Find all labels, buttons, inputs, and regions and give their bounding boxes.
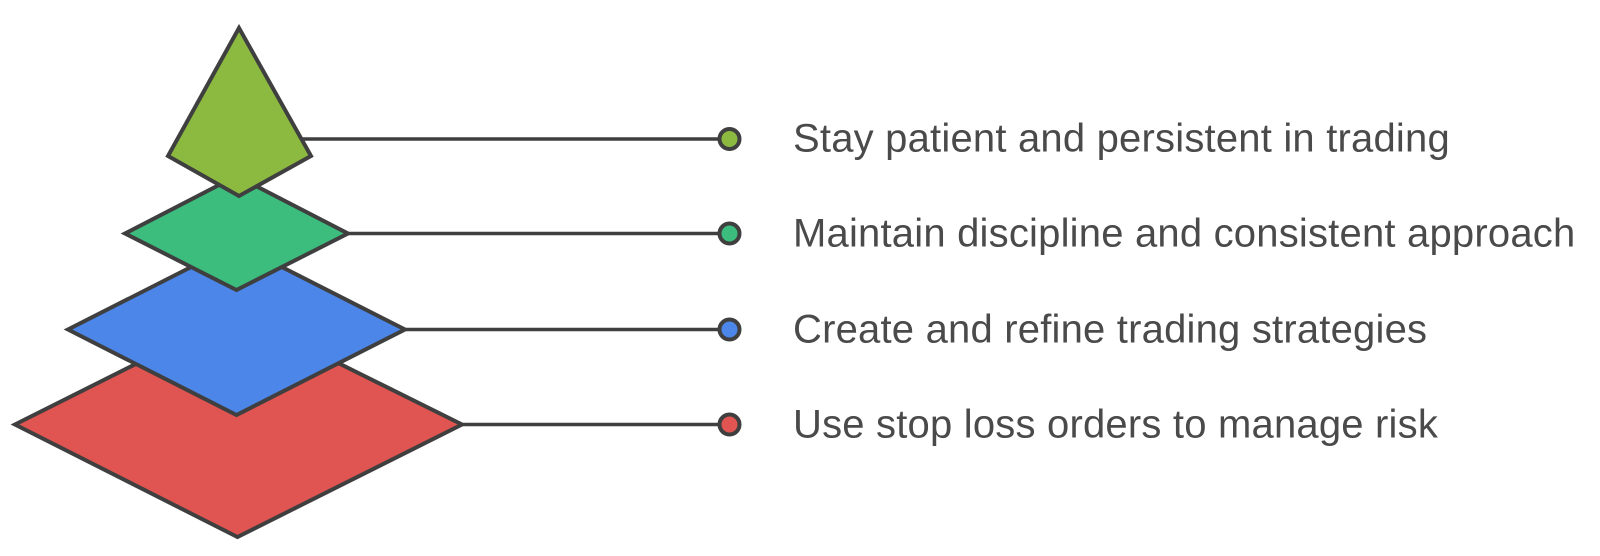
pyramid-level-3-shape [63,241,410,418]
bullet-dot-3 [717,317,742,342]
pyramid-level-1-shape [165,23,314,199]
pyramid-level-4-shape [10,310,467,540]
level-label-4: Use stop loss orders to manage risk [793,402,1439,446]
pyramid-level-2-shape [120,173,353,293]
bullet-dot-1 [717,127,742,151]
level-label-3: Create and refine trading strategies [793,307,1428,351]
bullet-dot-4 [717,412,742,437]
bullet-dot-2 [717,221,742,246]
level-label-2: Maintain discipline and consistent appro… [793,211,1576,255]
level-label-1: Stay patient and persistent in trading [793,116,1450,161]
